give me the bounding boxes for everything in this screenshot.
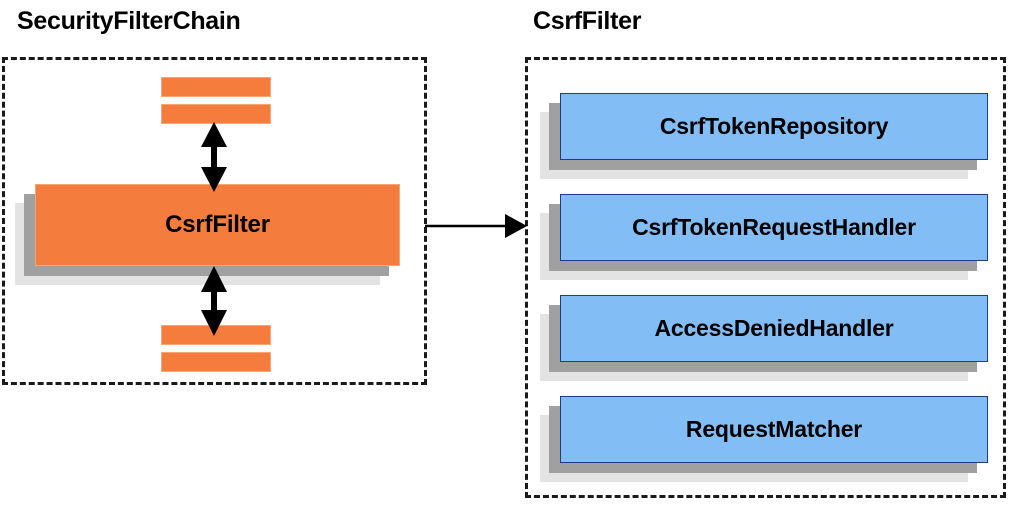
csrf-filter-face: CsrfFilter (35, 184, 400, 266)
panel-title-security-filter-chain: SecurityFilterChain (17, 7, 241, 35)
csrf-filter-box[interactable]: CsrfFilter (15, 184, 400, 285)
filter-bar-bottom-2 (161, 352, 271, 372)
component-label: RequestMatcher (685, 416, 863, 442)
csrf-filter-label: CsrfFilter (165, 211, 270, 238)
component-label: CsrfTokenRepository (659, 113, 889, 139)
component-face: CsrfTokenRepository (560, 93, 988, 160)
component-label: CsrfTokenRequestHandler (632, 214, 916, 240)
panel-csrf-filter (525, 57, 1006, 498)
component-face: RequestMatcher (560, 396, 988, 463)
panel-security-filter-chain (2, 57, 427, 385)
component-face: AccessDeniedHandler (560, 295, 988, 362)
component-csrf-token-request-handler[interactable]: CsrfTokenRequestHandler (540, 194, 988, 280)
panel-title-csrf-filter: CsrfFilter (533, 7, 642, 35)
arrow-cross-panel (425, 214, 527, 238)
filter-bar-bottom-1 (161, 325, 271, 345)
component-access-denied-handler[interactable]: AccessDeniedHandler (540, 295, 988, 381)
component-face: CsrfTokenRequestHandler (560, 194, 988, 261)
filter-bar-top-2 (161, 104, 271, 124)
filter-bar-top-1 (161, 77, 271, 97)
component-csrf-token-repository[interactable]: CsrfTokenRepository (540, 93, 988, 179)
component-label: AccessDeniedHandler (654, 315, 894, 341)
component-request-matcher[interactable]: RequestMatcher (540, 396, 988, 482)
